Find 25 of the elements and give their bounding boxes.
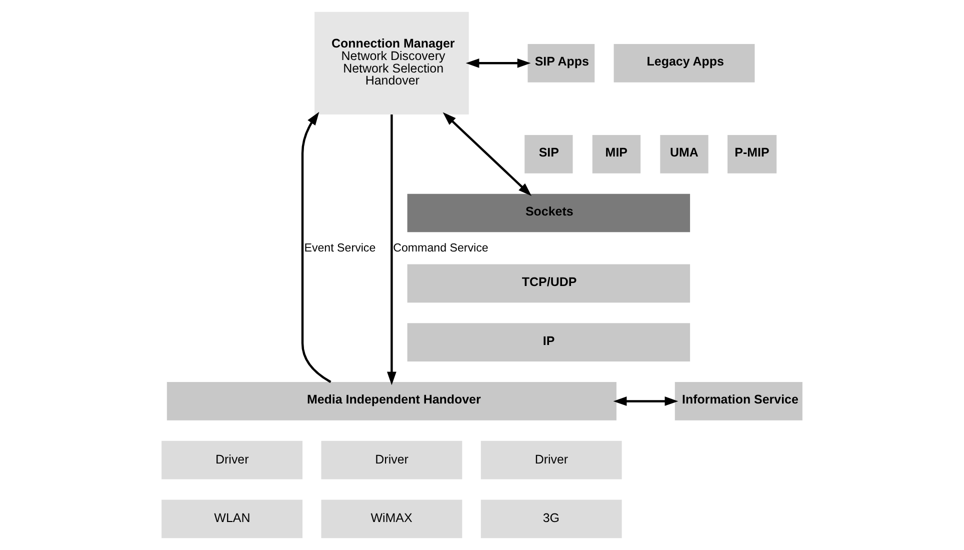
arrow	[442, 112, 532, 196]
node-box: MIP	[592, 134, 641, 174]
node-box: UMA	[660, 134, 708, 174]
node-box: P-MIP	[728, 134, 777, 174]
node-box: TCP/UDP	[407, 264, 690, 303]
node-box: Driver	[480, 440, 622, 480]
node-box: Sockets	[407, 194, 690, 232]
node-box: Connection Manager Network Discovery Network Selection Handover	[314, 12, 469, 114]
arrow	[613, 396, 678, 406]
node-box: WLAN	[162, 500, 302, 538]
node-box: Media Independent Handover	[166, 382, 616, 420]
node-box: Driver	[321, 440, 462, 480]
node-box: Driver	[162, 440, 302, 480]
node-box: Legacy Apps	[614, 44, 755, 82]
node-box: Information Service	[674, 382, 802, 420]
edge-label: Event Service	[304, 242, 376, 254]
node-box: IP	[407, 323, 690, 362]
node-box: SIP	[524, 134, 573, 174]
arrow	[466, 58, 531, 68]
arrow	[301, 112, 332, 383]
edge-label: Command Service	[393, 242, 488, 254]
node-box: SIP Apps	[528, 44, 595, 82]
arrow	[387, 114, 396, 386]
node-box: 3G	[480, 500, 622, 538]
node-box: WiMAX	[321, 500, 462, 538]
